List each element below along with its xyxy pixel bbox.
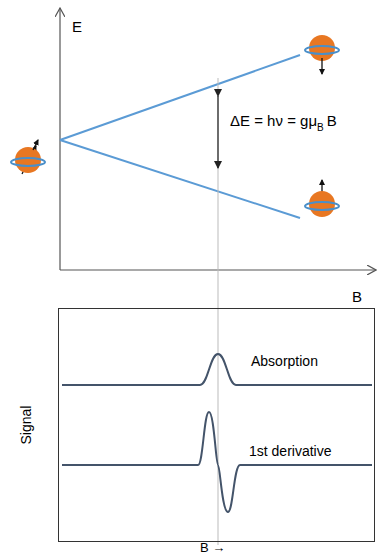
bohr-subscript: B	[317, 122, 324, 134]
spin-up-sphere	[305, 180, 339, 217]
spin-down-sphere	[305, 35, 339, 74]
absorption-label: Absorption	[251, 353, 318, 369]
field-symbol: B	[327, 112, 337, 129]
energy-gap-formula: ΔE = hν = gμ	[230, 112, 317, 129]
field-axis-label: B	[352, 288, 362, 305]
signal-panel: Absorption 1st derivative	[58, 308, 375, 542]
lower-level	[60, 140, 300, 218]
field-axis-label: B →	[200, 541, 225, 556]
guide-line	[218, 78, 219, 545]
derivative-curve	[62, 412, 372, 512]
energy-gap-arrow	[217, 96, 218, 168]
energy-axis-label: E	[72, 18, 82, 35]
spin-sphere	[11, 140, 45, 174]
absorption-curve	[62, 354, 372, 385]
derivative-label: 1st derivative	[249, 443, 331, 459]
signal-axis-label: Signal	[18, 406, 34, 445]
